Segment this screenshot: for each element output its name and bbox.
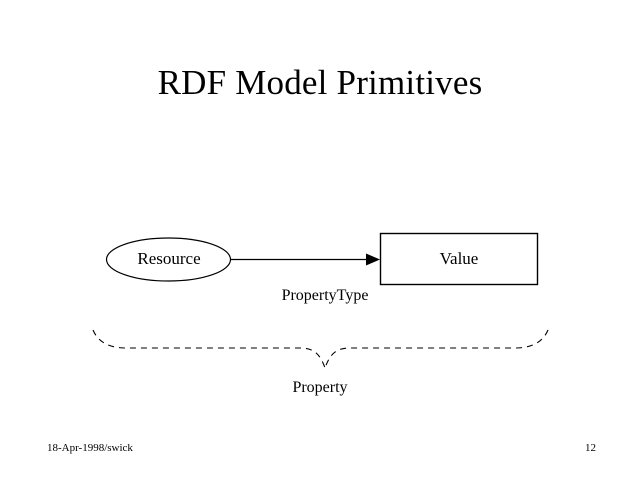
footer-date-author: 18-Apr-1998/swick bbox=[47, 442, 133, 454]
property-brace-right bbox=[324, 329, 549, 369]
resource-node-label: Resource bbox=[137, 249, 201, 268]
page-title: RDF Model Primitives bbox=[157, 63, 483, 102]
footer-page-number: 12 bbox=[585, 442, 596, 454]
resource-ellipse[interactable] bbox=[105, 237, 232, 282]
propertytype-arrowhead bbox=[366, 253, 380, 266]
value-rectangle[interactable] bbox=[379, 232, 539, 286]
propertytype-edge-label: PropertyType bbox=[281, 287, 369, 304]
property-brace-label: Property bbox=[292, 379, 348, 396]
property-brace-left bbox=[92, 329, 326, 369]
value-node-label: Value bbox=[439, 249, 479, 268]
